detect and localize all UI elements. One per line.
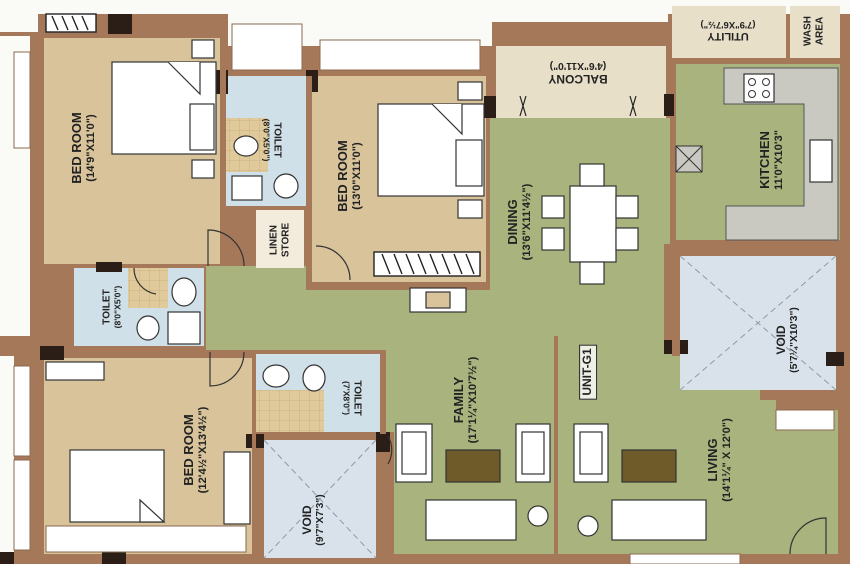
void-bottom-dims: (9'7"X7'3")	[314, 494, 326, 546]
toilet-fixtures	[136, 135, 326, 392]
dining-name: DINING	[505, 199, 521, 245]
toilet-2-dims: (8'0"X5'0")	[111, 285, 122, 329]
bed-room-1-name: BED ROOM	[69, 112, 85, 184]
balcony-door-icon	[519, 95, 637, 117]
utility-label: UTILITY (7'9"X6'7½")	[701, 18, 756, 42]
kitchen-dims: 11'0"X10'3"	[773, 129, 786, 191]
exterior-left-low	[0, 356, 14, 564]
balcony-dims: (4'6"X11'0")	[549, 60, 607, 72]
interior-wall-lines	[220, 38, 680, 554]
dining-label: DINING (13'6"X11'4½")	[505, 183, 534, 261]
void-bottom-cross	[263, 439, 377, 559]
void-right-name: VOID	[774, 325, 789, 355]
void-right-cross	[679, 255, 837, 391]
hob-burner-icon	[748, 78, 756, 86]
duct-cross-icon	[675, 145, 703, 173]
toilet-2-label: TOILET (8'0"X5'0")	[101, 286, 122, 329]
linen-store-floor	[256, 210, 304, 268]
bed-room-3-label: BED ROOM (12'4½"X13'4½")	[181, 406, 210, 494]
living-dims: (14'1¼" X 12'0")	[721, 418, 734, 502]
door-swings	[133, 229, 827, 555]
bed-room-3-dims: (12'4½"X13'4½")	[197, 406, 210, 494]
exterior-top-mid	[228, 0, 668, 22]
bed-room-2-dims: (13'0"X11'0")	[351, 142, 364, 210]
toilet-3-name: TOILET	[351, 380, 363, 416]
utility-dims: (7'9"X6'7½")	[700, 19, 756, 31]
bed-room-2-label: BED ROOM (13'0"X11'0")	[335, 140, 364, 212]
void-right-dims: (5'7¼"X10'3")	[788, 307, 800, 373]
utility-floor	[672, 6, 786, 58]
wash-area-floor	[790, 6, 840, 58]
hob-burner-icon	[762, 78, 770, 86]
family-label: FAMILY (17'1¼"X10'7½")	[451, 356, 480, 444]
kitchen-label: KITCHEN 11'0"X10'3"	[757, 129, 786, 191]
toilet-3-tile	[254, 390, 324, 432]
bed-1	[111, 39, 217, 179]
toilet-2-name: TOILET	[101, 289, 113, 325]
toilet-1-dims: (8'0"X5'0")	[262, 118, 273, 162]
linen-store-label: LINEN STORE	[268, 222, 292, 258]
balcony-floor	[496, 46, 666, 118]
exterior-top-left	[0, 0, 38, 32]
void-right-label: VOID (5'7¼"X10'3")	[774, 307, 801, 373]
toilet-1-name: TOILET	[271, 122, 283, 158]
hob-burner-icon	[762, 90, 770, 98]
void-bottom-label: VOID (9'7"X7'3")	[300, 494, 327, 546]
kitchen-name: KITCHEN	[757, 131, 773, 189]
kitchen-sink-icon	[809, 139, 833, 183]
void-bottom-name: VOID	[300, 505, 315, 535]
utility-name: UTILITY	[707, 29, 749, 42]
living-floor	[206, 118, 838, 554]
dining-dims: (13'6"X11'4½")	[521, 183, 534, 261]
windows	[13, 23, 835, 564]
bed-room-3-name: BED ROOM	[181, 414, 197, 486]
bed-room-1-label: BED ROOM (14'9"X11'0")	[69, 112, 98, 184]
toilet-1-label: TOILET (8'0"X5'0")	[261, 118, 283, 162]
dining-table	[541, 163, 639, 285]
kitchen-counter	[723, 67, 839, 241]
hob-burner-icon	[748, 90, 756, 98]
living-sofa-set	[573, 423, 707, 541]
balcony-label: BALCONY (4'6"X11'0")	[548, 59, 608, 86]
family-sofa-set	[395, 423, 551, 541]
bed-room-1-dims: (14'9"X11'0")	[85, 114, 98, 182]
bed-2	[377, 81, 485, 219]
hob-icon	[743, 73, 775, 103]
bed-3	[45, 361, 251, 525]
balcony-name: BALCONY	[548, 71, 608, 86]
living-label: LIVING (14'1¼" X 12'0")	[705, 418, 734, 502]
vent-grilles	[45, 13, 481, 277]
living-name: LIVING	[705, 438, 721, 482]
family-dims: (17'1¼"X10'7½")	[467, 356, 480, 444]
family-name: FAMILY	[451, 376, 467, 424]
toilet-3-label: TOILET (7'X8'0")	[341, 380, 363, 416]
wash-area-label: WASH AREA	[802, 16, 826, 46]
unit-tag: UNIT-G1	[579, 344, 597, 400]
bed-room-2-name: BED ROOM	[335, 140, 351, 212]
partition-walls	[0, 14, 844, 564]
tv-unit	[409, 287, 467, 313]
toilet-3-dims: (7'X8'0")	[342, 381, 353, 415]
